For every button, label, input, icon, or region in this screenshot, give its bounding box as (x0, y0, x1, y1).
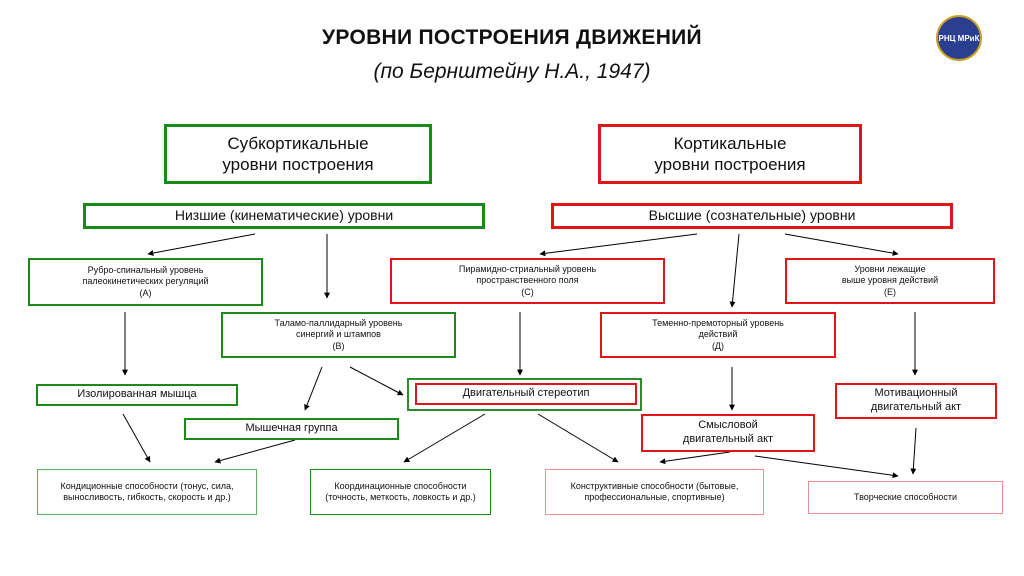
arrow (304, 366, 323, 411)
arrow (729, 233, 740, 308)
logo-text: РНЦ МРиК (938, 33, 980, 43)
higher-levels-box: Высшие (сознательные) уровни (551, 203, 953, 229)
semantic-act-box: Смысловой двигательный акт (641, 414, 815, 452)
coordination-abilities-box: Координационные способности (точность, м… (310, 469, 491, 515)
arrow (537, 413, 619, 463)
cortical-box: Кортикальные уровни построения (598, 124, 862, 184)
page-subtitle: (по Бернштейну Н.А., 1947) (373, 60, 651, 83)
motivational-act-box: Мотивационный двигательный акт (835, 383, 997, 419)
creative-abilities-box: Творческие способности (808, 481, 1003, 514)
arrow (122, 413, 151, 463)
arrow (214, 439, 296, 464)
constructive-abilities-box: Конструктивные способности (бытовые, про… (545, 469, 764, 515)
isolated-muscle-box: Изолированная мышца (36, 384, 238, 406)
level-a-box: Рубро-спинальный уровень палеокинетическ… (28, 258, 263, 306)
muscle-group-box: Мышечная группа (184, 418, 399, 440)
arrow (659, 451, 731, 465)
subcortical-box: Субкортикальные уровни построения (164, 124, 432, 184)
arrow (754, 455, 899, 479)
arrow (539, 233, 698, 257)
arrow (910, 427, 917, 475)
motor-stereotype-frame (407, 378, 642, 411)
level-c-box: Пирамидно-стриальный уровень пространств… (390, 258, 665, 304)
arrow (147, 233, 256, 256)
arrow (784, 233, 899, 257)
arrow (403, 413, 486, 463)
conditional-abilities-box: Кондиционные способности (тонус, сила, в… (37, 469, 257, 515)
level-d-box: Теменно-премоторный уровень действий (Д) (600, 312, 836, 358)
level-b-box: Таламо-паллидарный уровень синергий и шт… (221, 312, 456, 358)
level-e-box: Уровни лежащие выше уровня действий (Е) (785, 258, 995, 304)
page-title: УРОВНИ ПОСТРОЕНИЯ ДВИЖЕНИЙ (322, 26, 702, 49)
arrow (349, 366, 404, 396)
logo: РНЦ МРиК (936, 15, 982, 61)
lower-levels-box: Низшие (кинематические) уровни (83, 203, 485, 229)
motor-stereotype-box: Двигательный стереотип (415, 383, 637, 405)
